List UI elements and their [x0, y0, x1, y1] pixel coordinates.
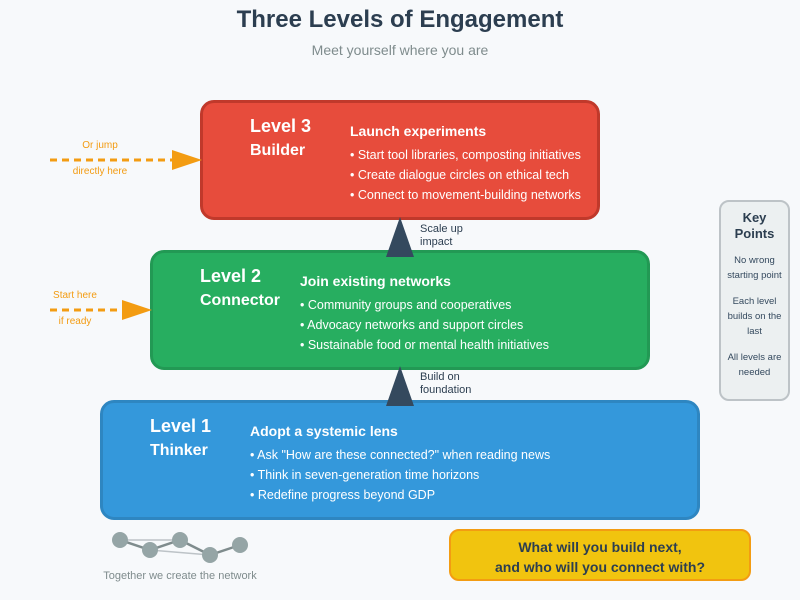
- scale-up-label: Scale up impact: [420, 223, 463, 249]
- build-on-label: Build on foundation: [420, 371, 471, 397]
- jump-entry-arrow-icon: [50, 150, 202, 170]
- start-entry-label-bottom: if ready: [58, 316, 92, 327]
- diagram-subtitle: Meet yourself where you are: [311, 42, 489, 58]
- network-node: [112, 532, 128, 548]
- cta-line-1: What will you build next,: [518, 539, 682, 555]
- key-point: All levels are needed: [727, 352, 782, 378]
- cta-line-2: and who will you connect with?: [495, 559, 705, 575]
- level-role: Builder: [250, 142, 306, 159]
- build-on-label-line1: Build on: [420, 371, 460, 383]
- level-item: • Start tool libraries, composting initi…: [350, 148, 581, 162]
- level-item: • Advocacy networks and support circles: [300, 318, 524, 332]
- key-points-title: Key Points: [734, 210, 775, 241]
- key-point: Each level builds on the last: [727, 296, 782, 337]
- level-role: Connector: [200, 292, 280, 309]
- start-entry-label-top: Start here: [53, 290, 97, 301]
- jump-entry-label-top: Or jump: [82, 140, 118, 151]
- level-item: • Community groups and cooperatives: [300, 298, 512, 312]
- key-point: No wrong starting point: [727, 255, 782, 281]
- level-3-box: Level 3 Builder Launch experiments • Sta…: [200, 100, 600, 220]
- jump-entry-label-bottom: directly here: [72, 166, 128, 177]
- level-role: Thinker: [150, 442, 208, 459]
- level-item: • Think in seven-generation time horizon…: [250, 468, 480, 482]
- level-number: Level 3: [250, 116, 312, 136]
- call-to-action-box: What will you build next, and who will y…: [449, 529, 751, 581]
- level-number: Level 1: [150, 416, 212, 436]
- network-icon: [112, 532, 248, 563]
- level-2-box: Level 2 Connector Join existing networks…: [150, 250, 650, 370]
- level-number: Level 2: [200, 266, 262, 286]
- level-items: • Start tool libraries, composting initi…: [350, 145, 581, 205]
- level-item: • Redefine progress beyond GDP: [250, 488, 436, 502]
- level-items: • Community groups and cooperatives • Ad…: [300, 295, 549, 355]
- scale-up-arrow-icon: [386, 217, 414, 257]
- network-node: [232, 537, 248, 553]
- scale-up-label-line2: impact: [420, 236, 453, 248]
- level-heading: Adopt a systemic lens: [250, 423, 398, 439]
- network-caption: Together we create the network: [103, 570, 257, 582]
- build-on-arrow-icon: [386, 366, 414, 406]
- network-node: [172, 532, 188, 548]
- level-item: • Connect to movement-building networks: [350, 188, 581, 202]
- level-item: • Create dialogue circles on ethical tec…: [350, 168, 570, 182]
- start-entry-arrow-icon: [50, 300, 152, 320]
- key-points-panel: Key Points No wrong starting point Each …: [719, 200, 790, 401]
- network-node: [142, 542, 158, 558]
- level-heading: Launch experiments: [350, 123, 487, 139]
- level-heading: Join existing networks: [300, 273, 451, 289]
- level-items: • Ask "How are these connected?" when re…: [250, 445, 550, 505]
- network-node: [202, 547, 218, 563]
- diagram-title: Three Levels of Engagement: [236, 6, 564, 33]
- build-on-label-line2: foundation: [420, 384, 472, 396]
- level-item: • Ask "How are these connected?" when re…: [250, 448, 551, 462]
- level-1-box: Level 1 Thinker Adopt a systemic lens • …: [100, 400, 700, 520]
- level-item: • Sustainable food or mental health init…: [300, 338, 549, 352]
- scale-up-label-line1: Scale up: [420, 223, 463, 235]
